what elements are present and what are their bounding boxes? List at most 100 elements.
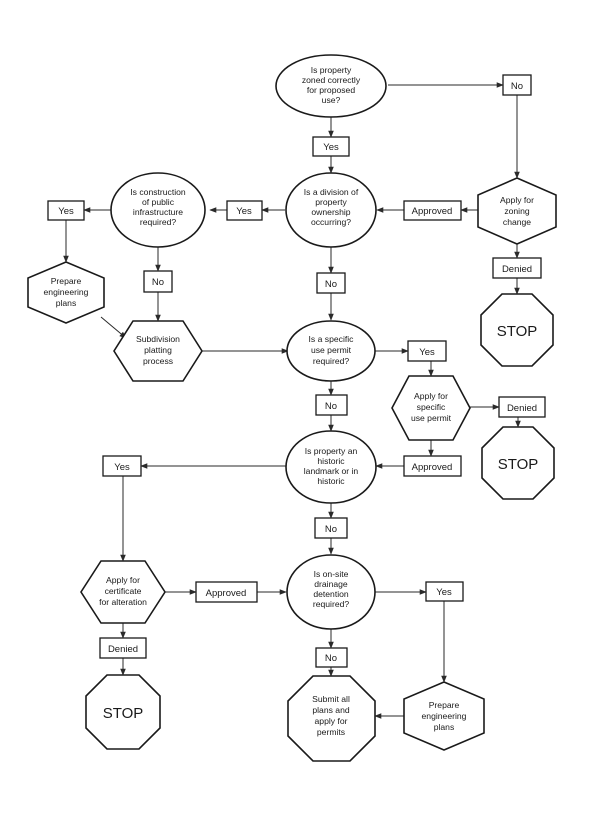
node-text: Submit all <box>312 694 350 704</box>
label-denied-cert: Denied <box>99 637 147 659</box>
node-text: specific <box>417 402 446 412</box>
node-text: required? <box>140 217 177 227</box>
node-text: platting <box>144 345 172 355</box>
label-text: Approved <box>412 206 453 217</box>
node-text: required? <box>313 356 350 366</box>
decision-public-infrastructure: Is construction of public infrastructure… <box>110 172 206 248</box>
node-text: ownership <box>311 207 350 217</box>
node-text: use permit <box>311 345 352 355</box>
node-text: landmark or in <box>304 466 359 476</box>
node-text: Prepare <box>51 276 82 286</box>
node-text: plans <box>56 298 77 308</box>
node-text: Apply for <box>414 391 448 401</box>
node-text: Apply for <box>106 575 140 585</box>
node-text: property <box>315 197 347 207</box>
node-text: Is on-site <box>314 569 349 579</box>
node-text: certificate <box>105 586 142 596</box>
decision-historic-landmark: Is property an historic landmark or in h… <box>285 430 377 504</box>
label-text: Denied <box>108 644 138 655</box>
connectors <box>63 82 521 719</box>
stop-sign-certificate-denied: STOP <box>85 674 161 750</box>
label-denied-sup: Denied <box>498 396 546 418</box>
node-text: use permit <box>411 413 452 423</box>
node-text: historic <box>317 456 345 466</box>
label-text: Yes <box>436 587 452 598</box>
label-no-zoned: No <box>502 74 532 96</box>
node-text: process <box>143 356 173 366</box>
edge-labels: No Yes Approved Denied Yes Yes No No <box>47 74 546 668</box>
label-yes-division: Yes <box>226 200 263 221</box>
label-text: Yes <box>419 347 435 358</box>
label-text: No <box>325 524 337 535</box>
stop-sign-zoning-denied: STOP <box>480 293 554 367</box>
label-text: Denied <box>502 264 532 275</box>
process-prepare-engineering-plans: Prepare engineering plans <box>27 261 105 324</box>
label-no-division: No <box>316 272 346 294</box>
node-text: zoning <box>504 206 530 216</box>
decision-specific-use-permit: Is a specific use permit required? <box>286 320 376 382</box>
node-text: infrastructure <box>133 207 183 217</box>
node-text: engineering <box>44 287 89 297</box>
node-text: use? <box>322 95 341 105</box>
label-text: Denied <box>507 403 537 414</box>
node-text: historic <box>317 476 345 486</box>
node-text: STOP <box>103 705 144 722</box>
label-yes-infra: Yes <box>47 200 85 221</box>
label-text: No <box>325 401 337 412</box>
node-text: change <box>503 217 531 227</box>
node-text: of public <box>142 197 175 207</box>
stop-sign-sup-denied: STOP <box>481 426 555 500</box>
label-yes-zoned: Yes <box>312 136 350 157</box>
decision-onsite-drainage-detention: Is on-site drainage detention required? <box>286 554 376 630</box>
node-text: zoned correctly <box>302 75 361 85</box>
node-text: Is a division of <box>304 187 359 197</box>
label-approved-sup: Approved <box>403 455 462 477</box>
process-subdivision-platting: Subdivision platting process <box>113 320 203 382</box>
label-approved-zoning: Approved <box>403 200 462 221</box>
edge-prepare1-subdiv <box>100 316 127 339</box>
label-no-infra: No <box>143 270 173 293</box>
label-text: Approved <box>412 462 453 473</box>
label-text: Yes <box>114 462 130 473</box>
process-apply-certificate-alteration: Apply for certificate for alteration <box>80 560 166 624</box>
node-text: for proposed <box>307 85 355 95</box>
node-text: Subdivision <box>136 334 180 344</box>
process-apply-zoning-change: Apply for zoning change <box>477 177 557 245</box>
node-text: apply for <box>315 716 348 726</box>
node-text: STOP <box>498 456 539 473</box>
node-text: Is property an <box>305 446 358 456</box>
label-text: Yes <box>236 206 252 217</box>
label-no-drain: No <box>315 647 348 668</box>
process-apply-specific-use-permit: Apply for specific use permit <box>391 375 471 441</box>
label-text: Approved <box>206 588 247 599</box>
node-text: STOP <box>497 323 538 340</box>
node-text: drainage <box>314 579 348 589</box>
label-text: No <box>325 653 337 664</box>
label-text: No <box>152 277 164 288</box>
decision-zoned-correctly: Is property zoned correctly for proposed… <box>275 54 387 118</box>
node-text: Is a specific <box>309 334 355 344</box>
node-text: Apply for <box>500 195 534 205</box>
node-text: Prepare <box>429 700 460 710</box>
node-text: for alteration <box>99 597 147 607</box>
label-approved-cert: Approved <box>195 581 258 603</box>
node-text: permits <box>317 727 345 737</box>
node-text: plans and <box>312 705 349 715</box>
node-text: detention <box>313 589 349 599</box>
process-prepare-engineering-plans-2: Prepare engineering plans <box>403 681 485 751</box>
label-text: No <box>325 279 337 290</box>
label-text: No <box>511 81 523 92</box>
label-denied-zoning: Denied <box>492 257 542 279</box>
label-text: Yes <box>323 142 339 153</box>
label-yes-drain: Yes <box>425 581 464 602</box>
node-text: Is construction <box>130 187 186 197</box>
node-text: occurring? <box>311 217 351 227</box>
label-no-sup: No <box>315 394 348 416</box>
label-yes-sup: Yes <box>407 340 447 362</box>
label-text: Yes <box>58 206 74 217</box>
label-yes-hist: Yes <box>102 455 142 477</box>
node-text: Is property <box>311 65 352 75</box>
node-text: plans <box>434 722 455 732</box>
node-text: required? <box>313 599 350 609</box>
